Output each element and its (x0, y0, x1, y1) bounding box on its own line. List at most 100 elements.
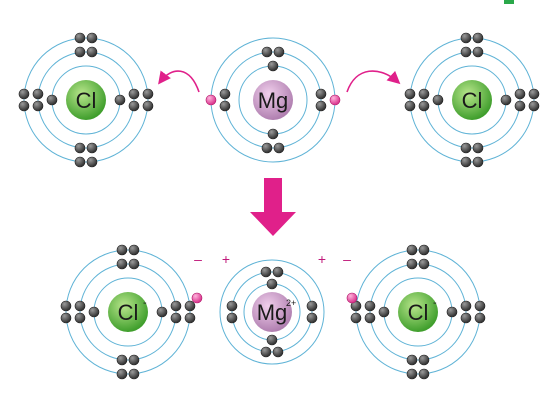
electron (474, 312, 486, 324)
electron-transfer-arrow-left-icon (158, 70, 200, 93)
chlorine-symbol: Cl (408, 300, 429, 325)
electron (260, 266, 272, 278)
electron (142, 100, 154, 112)
electron (114, 94, 126, 106)
electron-shell-2 (37, 51, 135, 149)
chlorine-nucleus (452, 80, 492, 120)
electron (226, 300, 238, 312)
electron (74, 46, 86, 58)
electron (364, 312, 376, 324)
valence-electron (205, 94, 217, 106)
electron (219, 100, 231, 112)
undefined: Cl (18, 32, 154, 168)
transferred-electron (346, 292, 358, 304)
electron-shell-2 (231, 271, 313, 353)
electron-shell-3 (23, 37, 149, 163)
electron (116, 368, 128, 380)
electron (261, 46, 273, 58)
electron (142, 88, 154, 100)
electron (404, 88, 416, 100)
electron (261, 142, 273, 154)
electron (128, 354, 140, 366)
electron (364, 300, 376, 312)
electron (266, 334, 278, 346)
electron (128, 88, 140, 100)
electron (60, 312, 72, 324)
electron (170, 300, 182, 312)
electron (315, 88, 327, 100)
ion-charge: 2+ (286, 298, 296, 308)
electron (306, 300, 318, 312)
electron (472, 142, 484, 154)
electron (86, 46, 98, 58)
magnesium-symbol: Mg (257, 300, 288, 325)
chlorine-symbol: Cl (462, 88, 483, 113)
chlorine-symbol: Cl (76, 88, 97, 113)
electron (472, 32, 484, 44)
undefined: Cl- (60, 244, 196, 380)
electron (156, 306, 168, 318)
electron (18, 88, 30, 100)
magnesium-symbol: Mg (258, 88, 289, 113)
electron (18, 100, 30, 112)
magnesium-nucleus (252, 292, 292, 332)
electron-shell-3 (409, 37, 535, 163)
electron (432, 94, 444, 106)
transferred-electron (191, 292, 203, 304)
electron (116, 354, 128, 366)
electron (446, 306, 458, 318)
electron (128, 244, 140, 256)
electron (460, 46, 472, 58)
electron-transfer-arrow-right-icon (346, 70, 401, 93)
electron (116, 258, 128, 270)
electron (74, 300, 86, 312)
ion-charge: - (433, 297, 437, 309)
plus-sign: + (222, 251, 230, 267)
electron (46, 94, 58, 106)
chlorine-nucleus (398, 292, 438, 332)
electron (472, 156, 484, 168)
electron (266, 278, 278, 290)
undefined: Cl- (350, 244, 486, 380)
electron (128, 258, 140, 270)
electron (219, 88, 231, 100)
electron-shell-2 (369, 263, 467, 361)
electron (472, 46, 484, 58)
electron-shell-3 (65, 249, 191, 375)
electron (74, 142, 86, 154)
down-arrow-icon (250, 178, 296, 236)
electron (32, 100, 44, 112)
electron (184, 300, 196, 312)
electron-shell-2 (79, 263, 177, 361)
electron (378, 306, 390, 318)
electron (306, 312, 318, 324)
plus-sign: + (318, 251, 326, 267)
electron (273, 46, 285, 58)
electron-shell-3 (355, 249, 481, 375)
electron (88, 306, 100, 318)
magnesium-atom: Mg (205, 37, 341, 163)
electron (226, 312, 238, 324)
electron-shell-2 (423, 51, 521, 149)
electron (272, 266, 284, 278)
electron (60, 300, 72, 312)
electron (418, 88, 430, 100)
electron (170, 312, 182, 324)
electron (350, 312, 362, 324)
electron (418, 368, 430, 380)
electron-shell-3 (219, 259, 325, 365)
chlorine-symbol: Cl (118, 300, 139, 325)
electron (32, 88, 44, 100)
electron (460, 300, 472, 312)
electron (514, 100, 526, 112)
electron (406, 354, 418, 366)
electron (418, 354, 430, 366)
magnesium-nucleus (253, 80, 293, 120)
electron (418, 244, 430, 256)
electron (184, 312, 196, 324)
electron (528, 100, 540, 112)
magnesium-ion: Mg2+ (219, 259, 325, 365)
electron (272, 346, 284, 358)
